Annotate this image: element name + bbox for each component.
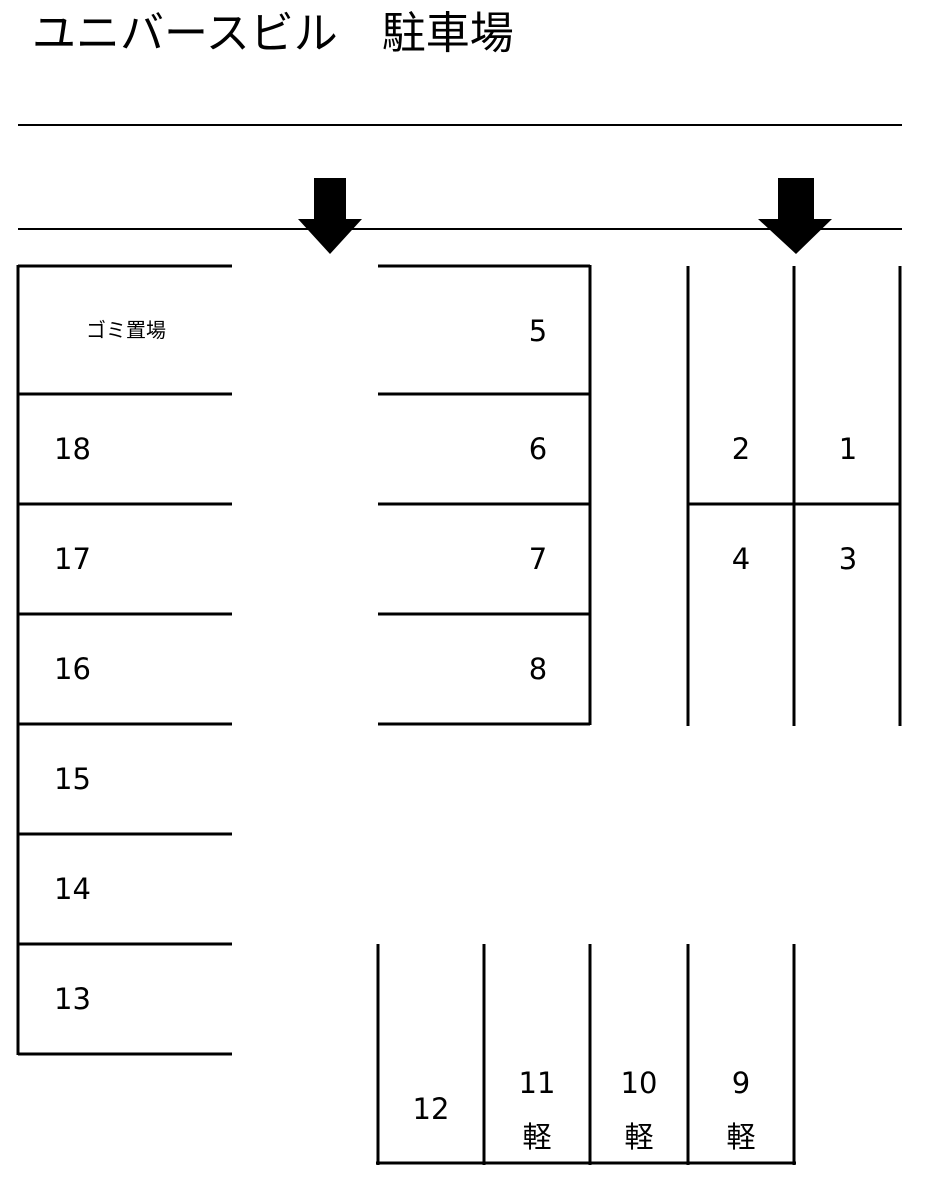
kei-label-10: 軽	[624, 1120, 653, 1154]
space-label-17: 17	[54, 542, 91, 576]
space-label-5: 5	[529, 314, 547, 348]
space-label-4: 4	[732, 542, 750, 576]
page-title: ユニバースビル 駐車場	[32, 8, 514, 59]
entrance-arrows	[298, 178, 832, 254]
bottom-block	[376, 944, 796, 1165]
arrow-down-icon	[758, 178, 832, 254]
left-column	[16, 264, 232, 1056]
space-label-16: 16	[54, 652, 91, 686]
space-label-2: 2	[732, 432, 750, 466]
trash-area-label: ゴミ置場	[86, 318, 166, 342]
arrow-down-icon	[298, 178, 362, 254]
space-label-3: 3	[839, 542, 857, 576]
middle-column	[378, 264, 592, 726]
space-label-18: 18	[54, 432, 91, 466]
space-label-1: 1	[839, 432, 857, 466]
space-label-12: 12	[413, 1092, 450, 1126]
space-label-10: 10	[621, 1066, 658, 1100]
space-labels: ゴミ置場 18 17 16 15 14 13 5 6 7 8 2 1 4 3 1…	[54, 314, 857, 1154]
space-label-9: 9	[732, 1066, 750, 1100]
kei-label-11: 軽	[522, 1120, 551, 1154]
space-label-8: 8	[529, 652, 547, 686]
space-label-11: 11	[519, 1066, 556, 1100]
space-label-6: 6	[529, 432, 547, 466]
space-label-13: 13	[54, 982, 91, 1016]
space-label-15: 15	[54, 762, 91, 796]
road	[18, 124, 902, 230]
kei-label-9: 軽	[726, 1120, 755, 1154]
right-block	[686, 266, 902, 726]
space-label-14: 14	[54, 872, 91, 906]
space-label-7: 7	[529, 542, 547, 576]
